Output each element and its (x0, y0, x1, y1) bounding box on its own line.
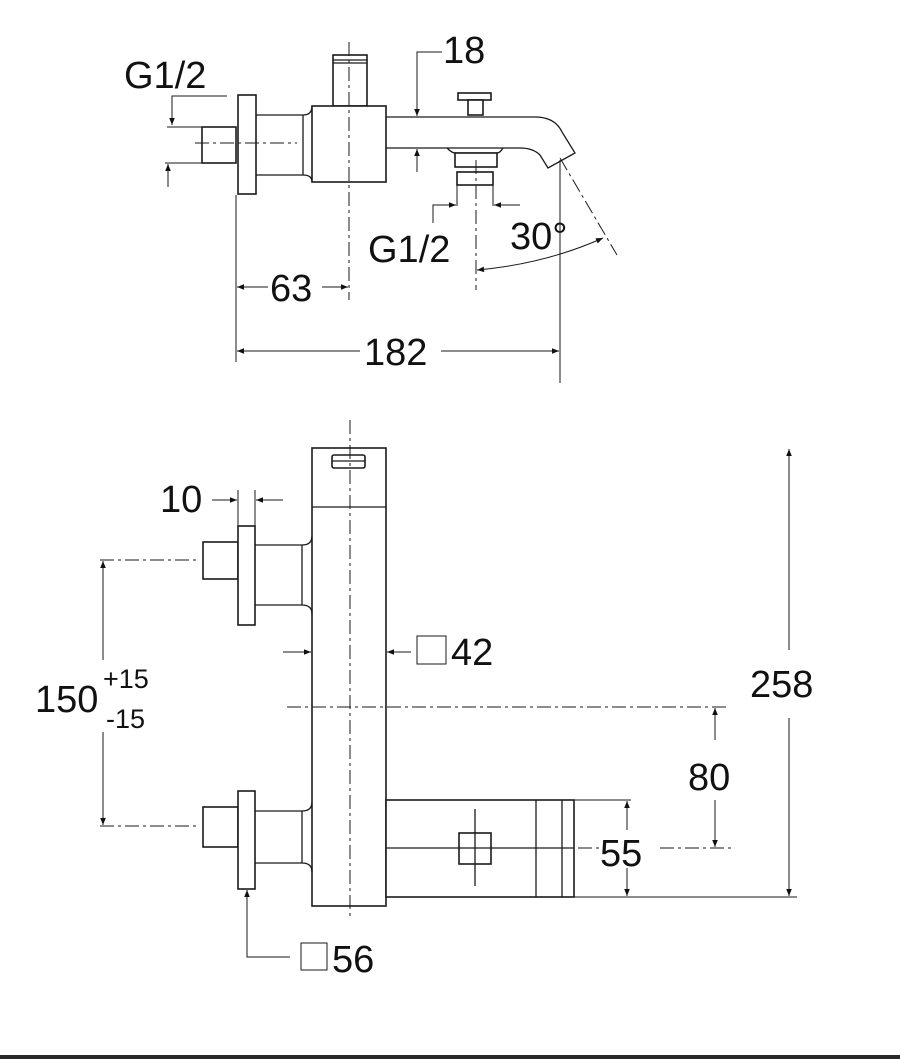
diverter-knob (457, 92, 492, 101)
label-centers: 150 (35, 679, 98, 721)
inlet-nipple (201, 126, 237, 164)
label-flange-thickness: 10 (160, 479, 202, 521)
wall-flange (237, 94, 257, 195)
top-view: G1/2 18 G1/2 30° 63 182 (124, 30, 618, 383)
square-symbol-icon (416, 635, 447, 665)
label-height: 258 (750, 664, 813, 706)
label-diverter-offset: 80 (688, 757, 730, 799)
label-thread-left: G1/2 (124, 55, 206, 97)
label-body-section: 42 (451, 632, 493, 674)
mixer-body (311, 447, 387, 907)
label-thread-bottom: G1/2 (368, 229, 450, 271)
inlet-neck (256, 105, 313, 183)
front-view: 10 42 150 +15 -15 258 80 55 56 (35, 420, 813, 981)
label-wall-to-axis: 63 (270, 268, 312, 310)
diverter (385, 799, 575, 898)
label-spout-angle: 30° (510, 216, 567, 258)
upper-inlet (202, 525, 313, 626)
label-centers-tol-plus: +15 (103, 664, 149, 694)
label-diverter-height: 55 (600, 833, 642, 875)
lower-inlet (202, 790, 313, 890)
square-symbol-icon (300, 942, 328, 971)
label-projection: 182 (364, 332, 427, 374)
label-spout-height: 18 (443, 30, 485, 72)
label-centers-tol-minus: -15 (106, 704, 145, 734)
bottom-border (0, 1055, 900, 1059)
label-flange-size: 56 (332, 939, 374, 981)
